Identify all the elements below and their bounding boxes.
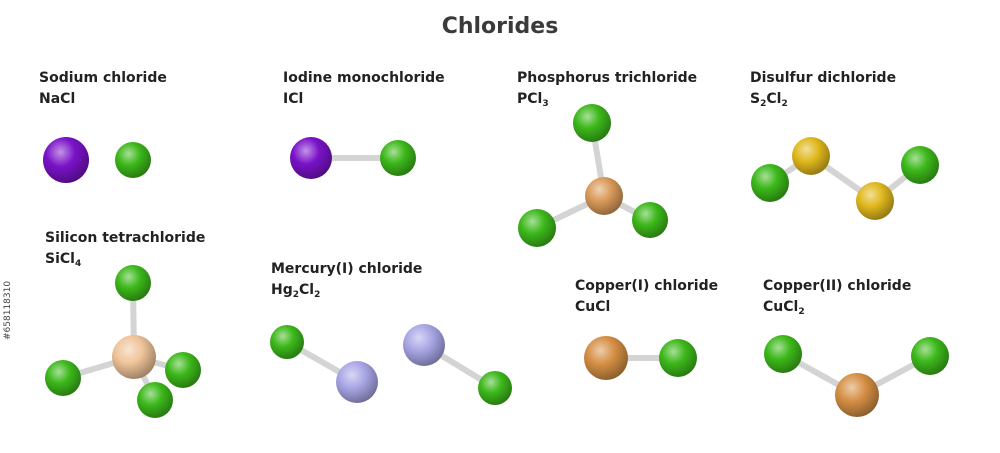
atom-cl — [764, 335, 802, 373]
molecule-formula: SiCl4 — [45, 251, 82, 269]
molecule-0-atoms — [43, 137, 151, 183]
molecule-1-atoms — [290, 137, 416, 179]
diagram-title: Chlorides — [441, 14, 559, 39]
molecule-name: Silicon tetrachloride — [45, 230, 206, 246]
molecule-label-sicl4: Silicon tetrachloride SiCl4 — [45, 228, 205, 275]
molecule-5-atoms — [270, 324, 512, 405]
atom-na — [43, 137, 89, 183]
atom-cl — [115, 265, 151, 301]
atom-cu — [584, 336, 628, 380]
atom-i — [290, 137, 332, 179]
molecule-name: Copper(I) chloride — [575, 278, 719, 294]
atom-s — [856, 182, 894, 220]
molecule-5-bonds — [284, 339, 498, 391]
atom-si — [112, 335, 156, 379]
atom-cl — [115, 142, 151, 178]
atom-cl — [659, 339, 697, 377]
molecule-3-bonds — [767, 153, 923, 204]
atom-cl — [165, 352, 201, 388]
atom-cu — [835, 373, 879, 417]
molecule-name: Phosphorus trichloride — [517, 70, 698, 86]
atom-cl — [478, 371, 512, 405]
molecule-name: Iodine monochloride — [283, 70, 445, 86]
molecule-formula: CuCl2 — [763, 299, 805, 317]
atom-cl — [45, 360, 81, 396]
atom-hg — [336, 361, 378, 403]
molecule-label-hg2cl2: Mercury(I) chloride Hg2Cl2 — [271, 259, 422, 306]
molecule-3-atoms — [751, 137, 939, 220]
atom-cl — [573, 104, 611, 142]
atom-cl — [270, 325, 304, 359]
molecule-label-icl: Iodine monochloride ICl — [283, 68, 445, 110]
atom-cl — [137, 382, 173, 418]
molecule-formula: NaCl — [39, 91, 76, 107]
molecule-7-atoms — [764, 335, 949, 417]
molecule-6-atoms — [584, 336, 697, 380]
atom-cl — [901, 146, 939, 184]
molecule-formula: ICl — [283, 91, 304, 107]
atom-p — [585, 177, 623, 215]
atom-cl — [751, 164, 789, 202]
atoms-layer — [43, 104, 949, 418]
atom-cl — [632, 202, 668, 238]
molecule-name: Mercury(I) chloride — [271, 261, 423, 277]
molecule-formula: CuCl — [575, 299, 611, 315]
molecule-formula: S2Cl2 — [750, 91, 788, 109]
molecule-formula: PCl3 — [517, 91, 549, 109]
molecule-name: Sodium chloride — [39, 70, 167, 86]
molecule-4-atoms — [45, 265, 201, 418]
molecule-label-cucl: Copper(I) chloride CuCl — [575, 276, 718, 318]
molecule-formula: Hg2Cl2 — [271, 282, 321, 300]
molecule-label-pcl3: Phosphorus trichloride PCl3 — [517, 68, 697, 115]
atom-s — [792, 137, 830, 175]
molecule-label-s2cl2: Disulfur dichloride S2Cl2 — [750, 68, 896, 115]
molecule-name: Disulfur dichloride — [750, 70, 897, 86]
atom-cl — [911, 337, 949, 375]
molecule-label-cucl2: Copper(II) chloride CuCl2 — [763, 276, 911, 323]
atom-cl — [518, 209, 556, 247]
molecule-name: Copper(II) chloride — [763, 278, 912, 294]
molecule-label-nacl: Sodium chloride NaCl — [39, 68, 167, 110]
atom-cl — [380, 140, 416, 176]
molecule-2-atoms — [518, 104, 668, 247]
atom-hg — [403, 324, 445, 366]
